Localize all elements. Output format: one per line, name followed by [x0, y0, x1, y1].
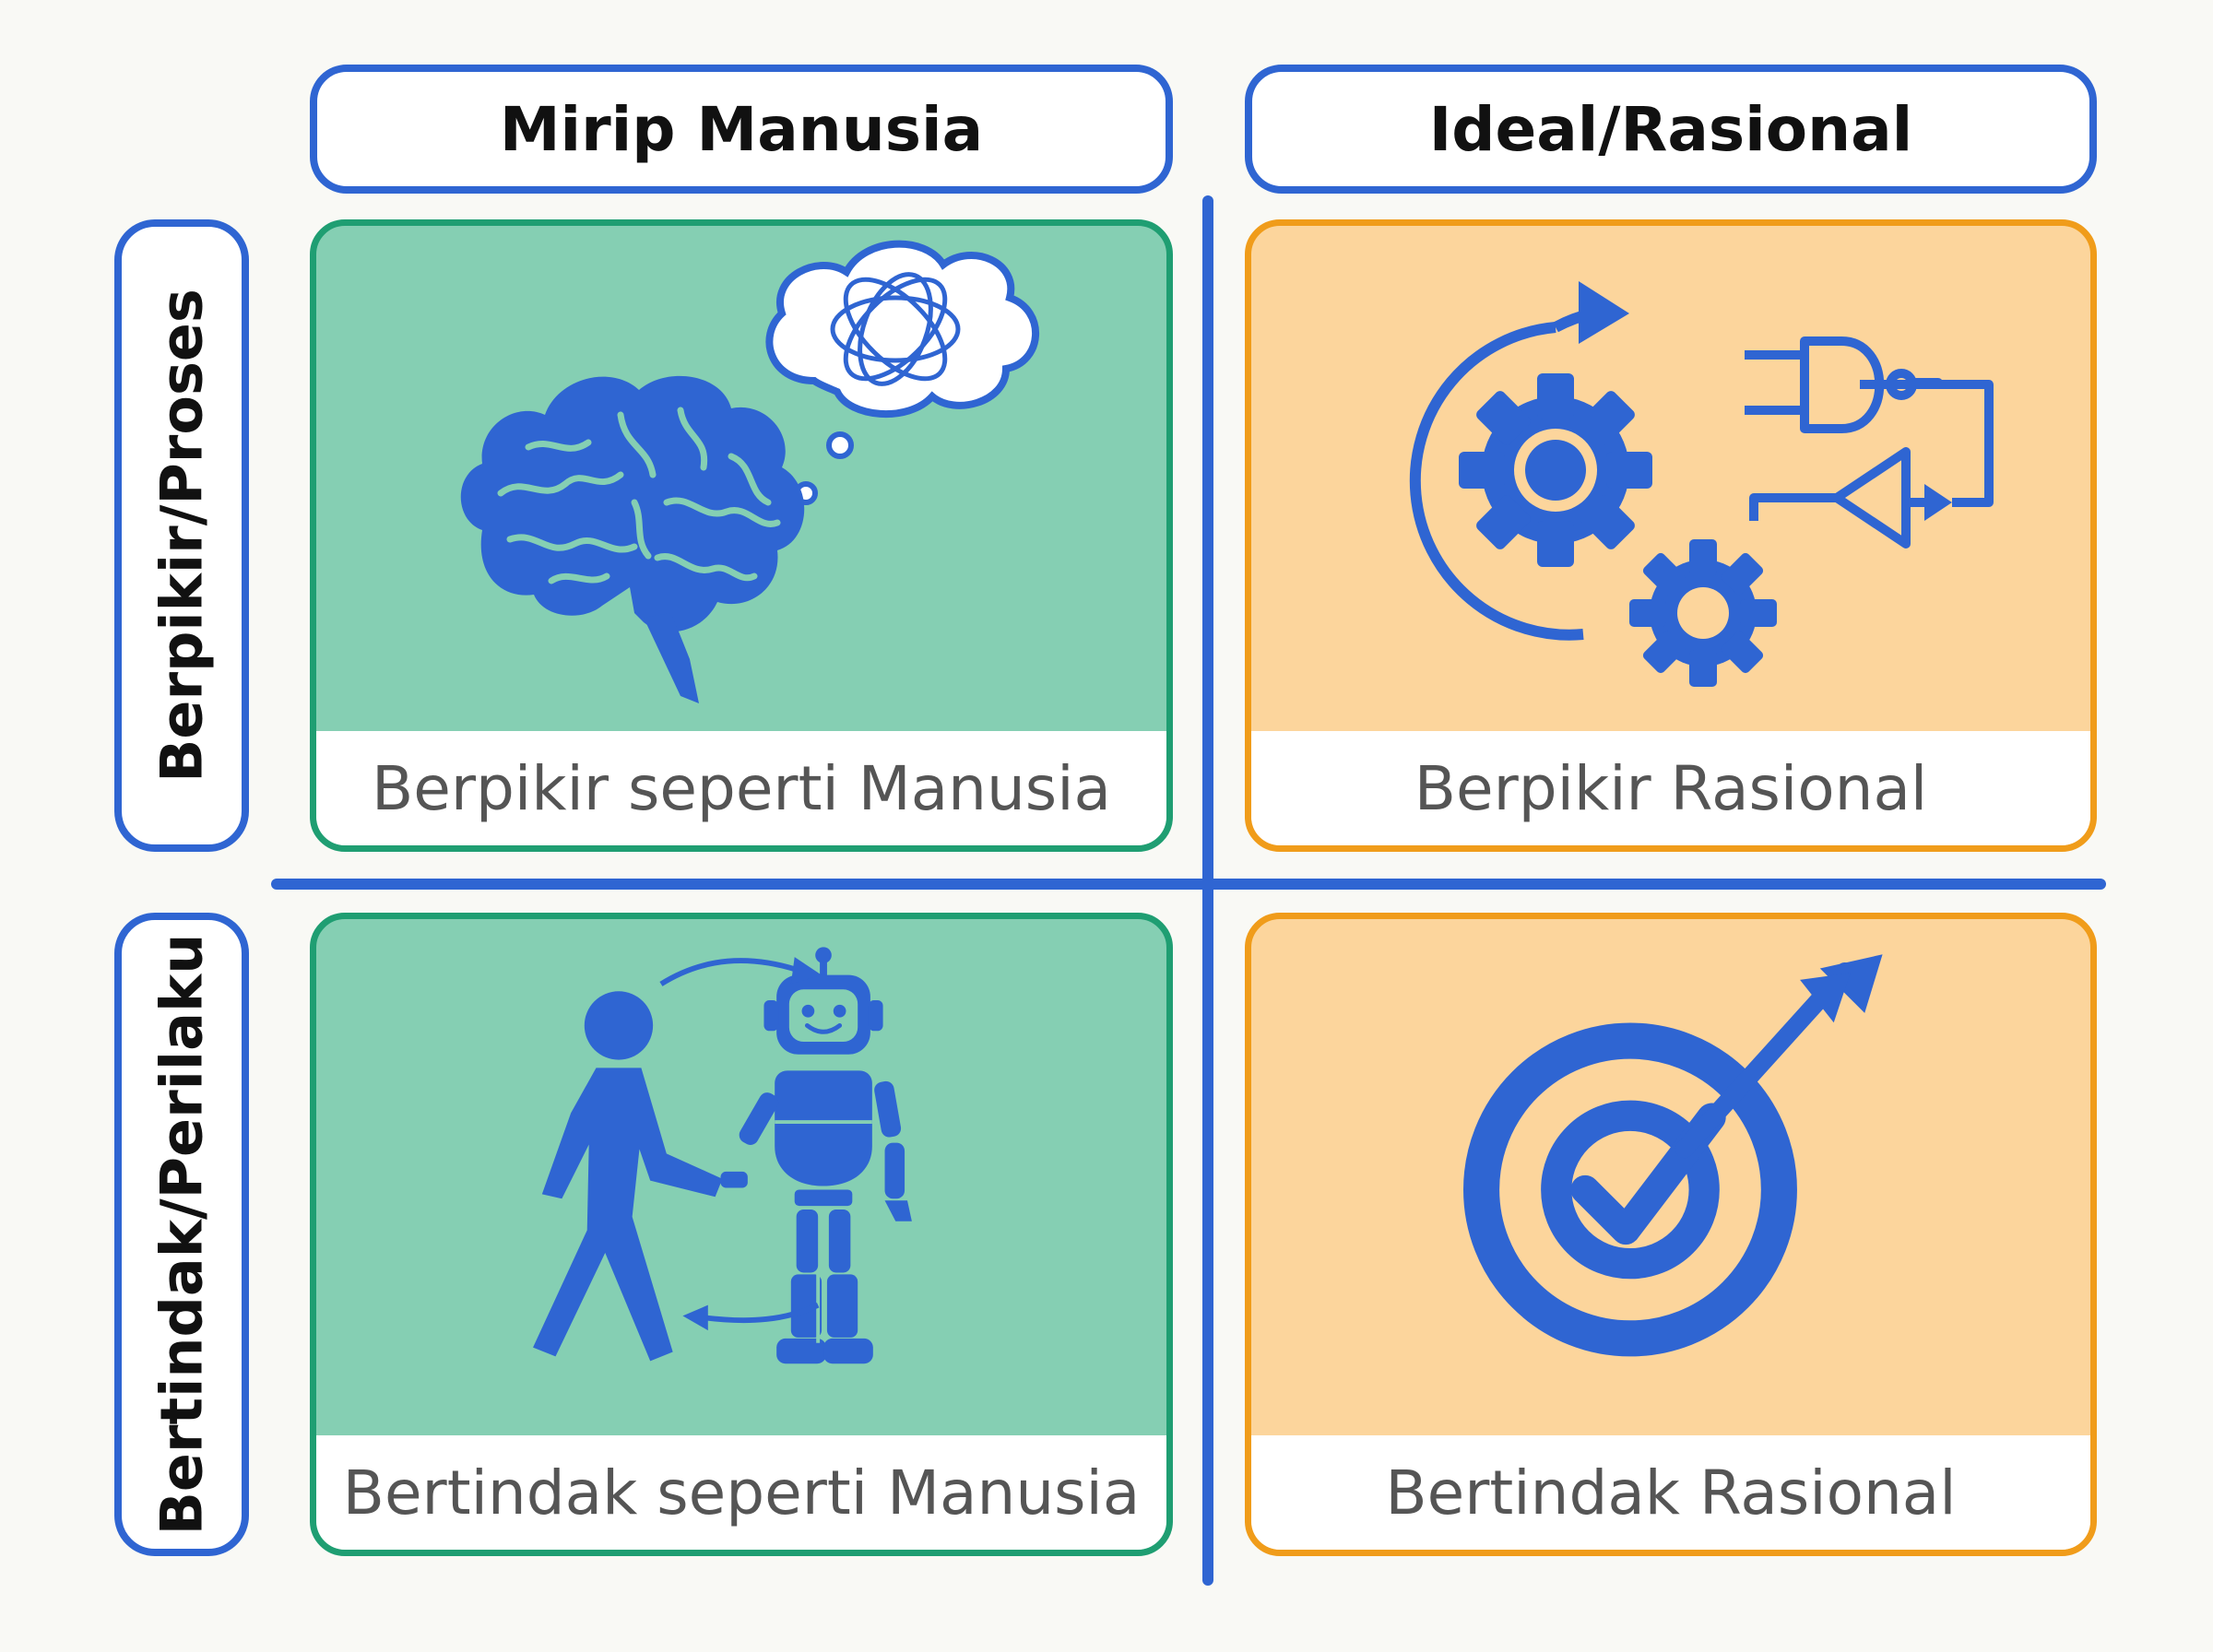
- column-header-ideal-rational: Ideal/Rasional: [1245, 65, 2097, 194]
- row-header-label: Berpikir/Proses: [148, 289, 216, 783]
- horizontal-divider: [271, 879, 2106, 890]
- column-header-label: Mirip Manusia: [499, 93, 984, 165]
- quadrant-label: Berpikir Rasional: [1251, 731, 2090, 845]
- quadrant-label: Berpikir seperti Manusia: [316, 731, 1166, 845]
- gears-logic-icon: [1409, 281, 1994, 687]
- row-header-thinking: Berpikir/Proses: [114, 219, 249, 852]
- brain-thought-icon: [460, 240, 1039, 703]
- column-header-label: Ideal/Rasional: [1428, 93, 1913, 165]
- row-header-acting: Bertindak/Perilaku: [114, 913, 249, 1556]
- row-header-label: Bertindak/Perilaku: [148, 933, 216, 1536]
- quadrant-label: Bertindak seperti Manusia: [316, 1435, 1166, 1550]
- quadrant-thinking-humanly: Berpikir seperti Manusia: [310, 219, 1173, 852]
- column-header-human-like: Mirip Manusia: [310, 65, 1173, 194]
- human-robot-icon: [533, 947, 912, 1364]
- target-check-icon: [1463, 954, 1883, 1357]
- quadrant-label: Bertindak Rasional: [1251, 1435, 2090, 1550]
- vertical-divider: [1202, 195, 1213, 1586]
- quadrant-acting-humanly: Bertindak seperti Manusia: [310, 913, 1173, 1556]
- quadrant-thinking-rationally: Berpikir Rasional: [1245, 219, 2097, 852]
- quadrant-acting-rationally: Bertindak Rasional: [1245, 913, 2097, 1556]
